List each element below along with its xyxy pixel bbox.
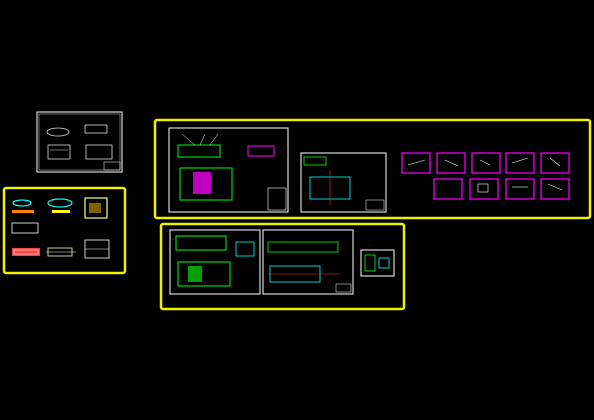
detail-sheet[interactable]: [401, 152, 431, 174]
part-view: [84, 197, 108, 219]
title-block: [365, 199, 385, 211]
detail-sheet[interactable]: [505, 152, 535, 174]
part-view: [12, 199, 32, 207]
detail-sheet[interactable]: [540, 152, 570, 174]
group-top-right[interactable]: [153, 118, 592, 220]
part-view: [303, 156, 327, 166]
sheet-assembly-2[interactable]: [300, 152, 387, 213]
part-view: [46, 127, 70, 137]
part-line: [547, 183, 563, 191]
part-view: [11, 222, 39, 234]
sheet-border: [262, 229, 354, 295]
title-block: [335, 283, 352, 293]
sheet-assembly-4[interactable]: [262, 229, 354, 295]
detail-sheet[interactable]: [471, 152, 501, 174]
detail-sheet[interactable]: [505, 178, 535, 200]
sheet[interactable]: [84, 197, 108, 219]
loose-sheet[interactable]: [36, 111, 123, 173]
part-line: [511, 157, 529, 164]
part-line: [479, 159, 491, 166]
detail-sheet[interactable]: [469, 178, 499, 200]
leader-line: [199, 133, 206, 146]
part-view: [89, 203, 101, 213]
part-view: [85, 144, 113, 160]
group-bottom[interactable]: [159, 222, 406, 311]
part-view: [235, 241, 255, 257]
part-view: [175, 235, 227, 251]
part-view: [247, 145, 275, 157]
group-frame: [153, 118, 592, 220]
sheet-border: [360, 249, 395, 277]
part-view: [267, 241, 339, 253]
part-line: [444, 159, 459, 167]
title-block: [267, 187, 287, 211]
sheet-assembly-3[interactable]: [169, 229, 261, 295]
part-view: [84, 124, 108, 134]
part-view: [193, 172, 211, 194]
group-frame: [2, 186, 127, 275]
sheet-border: [300, 152, 387, 213]
sheet[interactable]: [11, 222, 40, 256]
part-view: [364, 254, 376, 272]
part-line: [13, 249, 39, 255]
sheet[interactable]: [12, 199, 34, 213]
part-view: [477, 183, 489, 193]
part-view: [179, 167, 233, 201]
group-frame: [159, 222, 406, 311]
part-view: [12, 210, 34, 213]
sheet-small[interactable]: [360, 249, 395, 277]
detail-sheet[interactable]: [540, 178, 570, 200]
sheet[interactable]: [46, 247, 76, 257]
part-view: [52, 210, 70, 213]
sheet-border: [36, 111, 123, 173]
sheet-inner-border: [38, 113, 121, 171]
part-view: [378, 257, 390, 269]
part-view: [47, 198, 73, 208]
part-line: [549, 157, 561, 167]
part-line: [407, 159, 426, 166]
part-view: [47, 144, 71, 160]
sheet[interactable]: [84, 239, 110, 259]
part-view: [177, 261, 231, 287]
sheet-border: [169, 229, 261, 295]
leader-line: [181, 133, 196, 146]
leader-line: [209, 133, 219, 146]
detail-sheet[interactable]: [436, 152, 466, 174]
part-view: [188, 266, 202, 282]
sheet[interactable]: [47, 198, 73, 213]
sheet-assembly-1[interactable]: [168, 127, 289, 213]
part-view: [177, 144, 221, 158]
part-view: [12, 248, 40, 256]
detail-sheets[interactable]: [401, 152, 570, 200]
group-left[interactable]: [2, 186, 127, 275]
title-block: [103, 161, 121, 171]
sheet-border: [168, 127, 289, 213]
detail-sheet[interactable]: [433, 178, 463, 200]
